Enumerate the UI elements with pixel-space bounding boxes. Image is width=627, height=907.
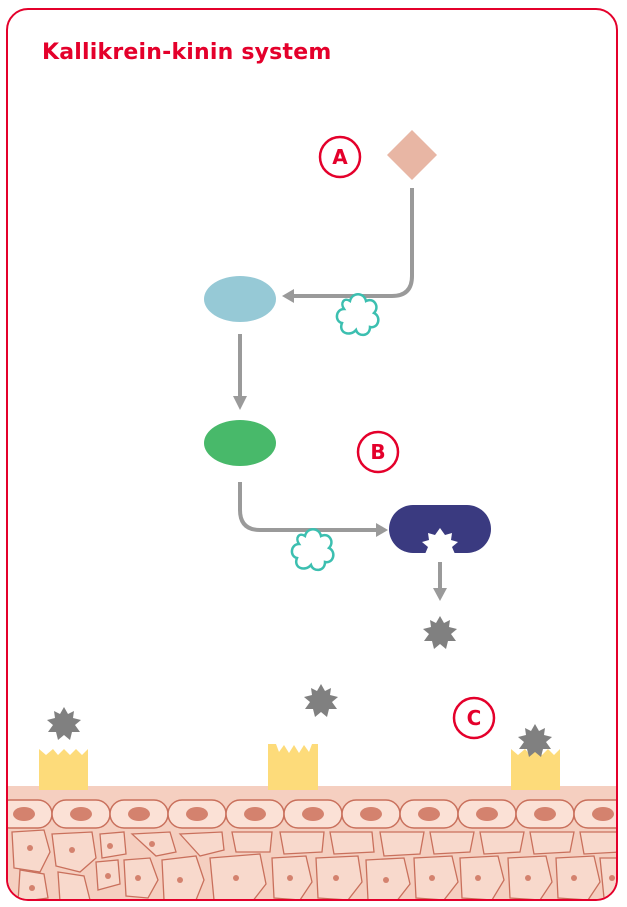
receptor-middle <box>268 744 318 790</box>
step-b-badge: B <box>356 430 400 474</box>
enzyme-cloud-icon <box>290 528 335 572</box>
step-c-badge: C <box>452 696 496 740</box>
prekallikrein-diamond <box>387 130 437 180</box>
tissue-layer <box>8 786 616 899</box>
cell-nuclei <box>13 807 614 821</box>
arrowhead-1 <box>282 289 294 303</box>
blue-node <box>204 276 276 322</box>
bound-kinin-icon <box>47 707 81 740</box>
arrowhead-3 <box>376 523 388 537</box>
svg-text:B: B <box>370 440 385 464</box>
arrowhead-2 <box>233 396 247 410</box>
enzyme-cloud-icon <box>335 293 380 337</box>
kinin-icon <box>304 684 338 717</box>
receptor-left <box>39 740 88 790</box>
svg-text:A: A <box>332 145 348 169</box>
kinin-icon <box>423 616 457 649</box>
tissue-nuclei <box>27 841 615 891</box>
activation-arrow-3 <box>238 482 376 532</box>
activation-arrow-1 <box>292 188 414 298</box>
diagram-title: Kallikrein-kinin system <box>42 40 332 65</box>
green-node <box>204 420 276 466</box>
step-a-badge: A <box>318 135 362 179</box>
arrowhead-4 <box>433 588 447 601</box>
kinin-notch <box>422 528 458 554</box>
svg-text:C: C <box>467 706 482 730</box>
